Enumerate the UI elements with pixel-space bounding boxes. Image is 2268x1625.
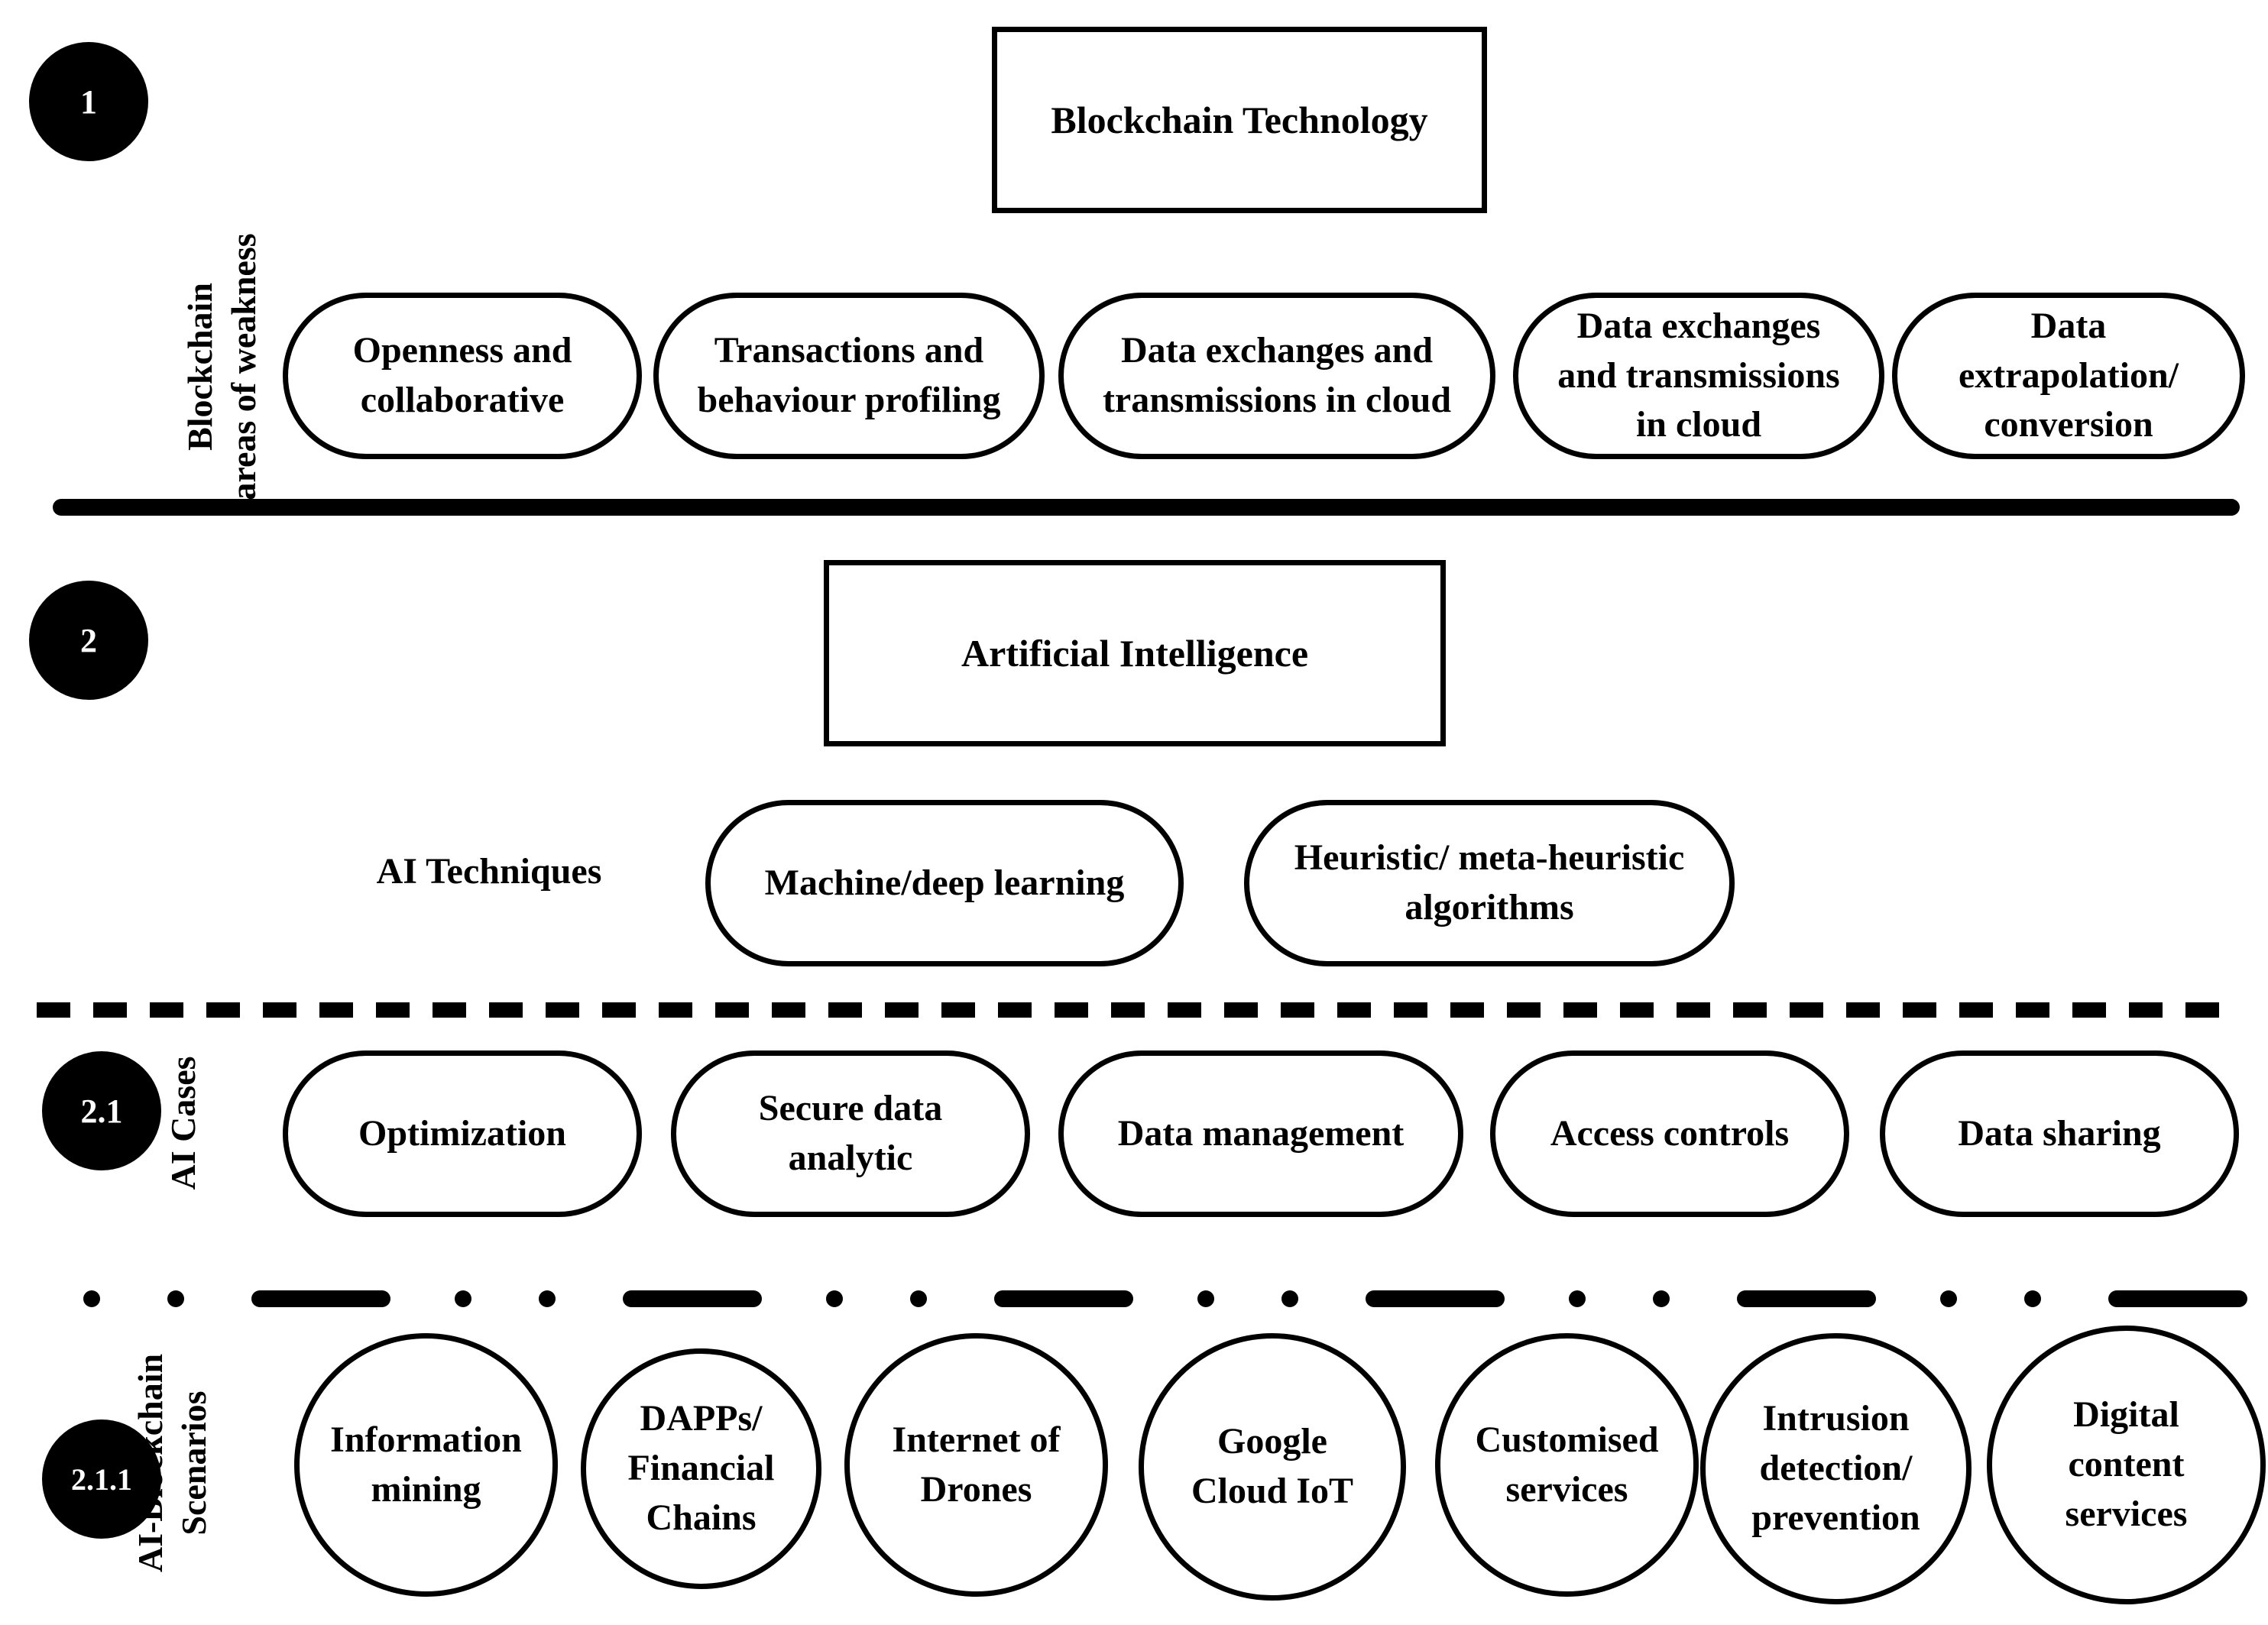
artificial-intelligence-title: Artificial Intelligence (824, 560, 1446, 746)
ai-case-item: Access controls (1490, 1050, 1849, 1217)
weakness-item: Data exchanges and transmissions in clou… (1058, 293, 1495, 459)
ai-case-item: Data sharing (1880, 1050, 2239, 1217)
weakness-item: Data extrapolation/ conversion (1892, 293, 2245, 459)
scenario-item: Digital content services (1987, 1326, 2266, 1604)
scenario-item: Information mining (294, 1333, 558, 1597)
scenario-item: Internet of Drones (844, 1333, 1108, 1597)
section-badge-2: 2 (29, 581, 148, 700)
separator-dot (455, 1290, 471, 1307)
section-badge-2-1: 2.1 (42, 1051, 161, 1170)
separator-dot (1569, 1290, 1586, 1307)
blockchain-technology-title: Blockchain Technology (992, 27, 1487, 213)
weakness-item: Data exchanges and transmissions in clou… (1513, 293, 1884, 459)
scenario-item: DAPPs/ Financial Chains (581, 1348, 821, 1589)
ai-blockchain-scenarios-label: AI-Blockchain Scenarios (130, 1353, 214, 1573)
ai-case-item: Optimization (283, 1050, 642, 1217)
weakness-item: Transactions and behaviour profiling (653, 293, 1045, 459)
separator-dot (539, 1290, 556, 1307)
blockchain-weakness-label: Blockchain areas of weakness (180, 233, 264, 500)
separator-dot (1281, 1290, 1298, 1307)
ai-case-item: Data management (1058, 1050, 1463, 1217)
ai-technique-item: Machine/deep learning (705, 800, 1184, 966)
separator-dot (826, 1290, 843, 1307)
separator-dot (2024, 1290, 2041, 1307)
section-badge-2-1-1: 2.1.1 (42, 1419, 161, 1539)
separator-dot (1197, 1290, 1214, 1307)
separator-dot (1653, 1290, 1670, 1307)
separator-dot (910, 1290, 927, 1307)
ai-technique-item: Heuristic/ meta-heuristic algorithms (1244, 800, 1735, 966)
scenario-item: Google Cloud IoT (1139, 1333, 1406, 1601)
ai-case-item: Secure data analytic (671, 1050, 1030, 1217)
separator-dot (167, 1290, 184, 1307)
separator-dot (1940, 1290, 1957, 1307)
section-badge-1: 1 (29, 42, 148, 161)
ai-cases-label: AI Cases (164, 1056, 203, 1190)
dash-dot-separator (83, 1290, 2247, 1307)
scenario-item: Customised services (1435, 1333, 1699, 1597)
separator-dot (83, 1290, 100, 1307)
ai-techniques-label: AI Techniques (376, 850, 602, 892)
weakness-item: Openness and collaborative (283, 293, 642, 459)
scenario-item: Intrusion detection/ prevention (1700, 1333, 1972, 1604)
